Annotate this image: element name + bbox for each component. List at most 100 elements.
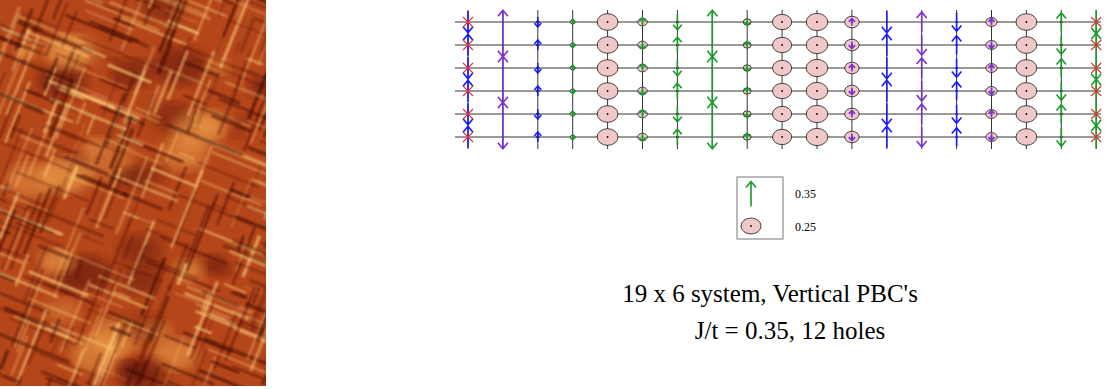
stm-streak [46,378,95,386]
hole-density [570,112,575,116]
hole-density [845,62,859,74]
spin-arrow [1091,56,1101,80]
spin-arrow [534,86,541,96]
hole-density [845,16,859,28]
spin-arrow [952,128,962,147]
stm-streak [29,271,89,295]
spin-arrow [917,81,927,101]
hole-density [597,83,618,100]
stm-streak [0,301,53,328]
spin-arrow [463,80,473,101]
spin-arrow [673,60,682,76]
spin-lattice [455,10,1101,149]
stm-streak [0,364,3,372]
spin-arrow [882,103,892,124]
lattice-bond [1026,10,1027,149]
stm-streak [225,288,254,361]
stm-streak [195,79,211,119]
stm-streak [77,267,108,345]
stm-streak [0,96,16,139]
spin-arrow [849,110,855,117]
stm-streak [144,285,170,350]
stm-streak [188,51,214,116]
hole-density [570,43,575,47]
stm-streak [64,0,103,4]
stm-streak [89,285,147,309]
spin-arrow [534,132,541,142]
stm-streak [110,327,130,335]
site-dot [1026,136,1028,138]
stm-streak [18,20,43,30]
site-dot [607,44,609,46]
spin-arrow [882,80,892,101]
spin-arrow [988,18,994,25]
boundary-field [1091,86,1101,96]
stm-streak [50,79,73,137]
stm-streak [108,312,143,326]
stm-streak [144,180,178,194]
spin-arrow [1057,59,1067,78]
stm-streak [89,219,113,229]
hole-density [986,110,997,119]
stm-streak [88,353,101,384]
stm-streak [201,181,261,205]
stm-streak [212,116,251,132]
hole-density [1016,106,1037,123]
spin-arrow [673,83,682,99]
stm-streak [167,0,195,29]
lattice-bond [747,10,748,149]
spin-arrow [463,11,473,32]
hole-density [806,59,828,76]
stm-streak [217,182,234,225]
stm-streak [16,172,89,201]
stm-streak [168,0,199,46]
spin-arrow [882,11,892,32]
site-dot [816,113,818,115]
stm-streak [0,193,18,239]
hole-density [597,129,618,146]
stm-streak [168,51,188,100]
spin-arrow [988,110,994,117]
stm-streak [247,312,266,360]
spin-arrow [463,57,473,78]
stm-streak [13,316,83,344]
hole-density [1016,83,1037,100]
stm-streak [53,0,62,19]
site-dot [750,225,752,227]
stm-streak [0,128,22,187]
lattice-bond [991,10,992,149]
stm-streak [263,115,266,124]
hole-density [597,60,618,77]
hole-density [570,20,575,24]
hole-density [1016,14,1037,31]
spin-arrow [570,88,576,94]
stm-streak [225,82,266,113]
stm-blob [160,138,207,171]
stm-streak [87,177,102,215]
stm-streak [219,0,266,5]
spin-arrow [639,18,646,27]
hole-density [1016,129,1037,146]
stm-streak [90,94,160,122]
stm-streak [100,347,114,382]
stm-streak [248,147,266,173]
spin-arrow [1091,125,1101,149]
stm-streak [76,259,83,277]
spin-arrow [498,102,508,126]
stm-streak [132,137,203,166]
hole-density [638,41,648,49]
stm-streak [0,350,8,386]
stm-streak [26,90,42,96]
stm-streak [2,375,19,382]
stm-streak [240,0,266,42]
stm-streak [160,237,226,264]
hole-density [806,36,828,53]
stm-streak [126,47,154,117]
stm-streak [113,362,136,386]
stm-streak [147,85,159,116]
boundary-field [463,40,473,50]
stm-streak [144,367,159,386]
hole-density [986,64,997,73]
stm-streak [52,337,59,354]
spin-arrow [463,126,473,147]
